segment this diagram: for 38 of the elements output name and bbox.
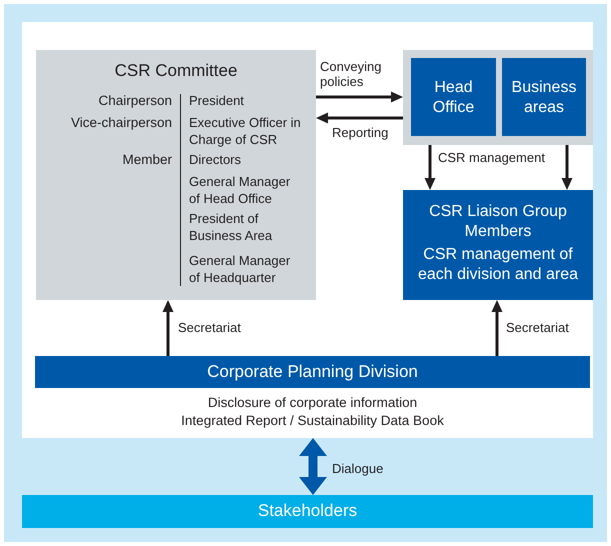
member-text: President xyxy=(189,92,245,109)
arrow xyxy=(562,145,572,190)
box-title: Head Office xyxy=(432,78,476,118)
member-text: Executive Officer in Charge of CSR xyxy=(189,114,302,148)
description-text: Integrated Report / Sustainability Data Book xyxy=(180,412,445,430)
role-text: Member xyxy=(121,151,172,168)
committee-title: CSR Committee xyxy=(114,62,238,79)
panel-background xyxy=(22,22,593,438)
arrow xyxy=(424,145,436,190)
box-title: CSR Liaison Group Members xyxy=(428,202,568,242)
division-bar xyxy=(35,356,590,388)
arrow xyxy=(492,300,502,356)
edge-label: Secretariat xyxy=(504,320,571,335)
group-box xyxy=(403,50,593,145)
bar-title: Corporate Planning Division xyxy=(206,362,419,382)
member-text: General Manager of Headquarter xyxy=(189,252,292,286)
area-box xyxy=(502,58,586,136)
liaison-box xyxy=(403,190,593,300)
arrow xyxy=(162,300,174,356)
edge-label: Dialogue xyxy=(330,461,386,476)
edge-label: CSR management xyxy=(436,150,547,165)
member-text: Directors xyxy=(189,151,242,168)
office-box xyxy=(411,58,496,136)
description-text: Disclosure of corporate information xyxy=(206,394,418,412)
box-title: Business areas xyxy=(510,78,578,118)
arrow xyxy=(316,112,403,124)
stakeholder-bar xyxy=(22,495,593,528)
edge-label: Secretariat xyxy=(176,320,243,335)
member-text: President of Business Area xyxy=(189,210,274,244)
role-text: Vice-chairperson xyxy=(70,114,172,131)
edge-label: Reporting xyxy=(330,125,390,140)
bar-title: Stakeholders xyxy=(256,501,358,521)
committee-box xyxy=(36,50,316,300)
double-arrow xyxy=(299,438,327,495)
box-text: CSR management of each division and area xyxy=(416,245,580,285)
member-text: General Manager of Head Office xyxy=(189,173,292,207)
arrow xyxy=(316,92,403,102)
role-text: Chairperson xyxy=(97,92,172,109)
